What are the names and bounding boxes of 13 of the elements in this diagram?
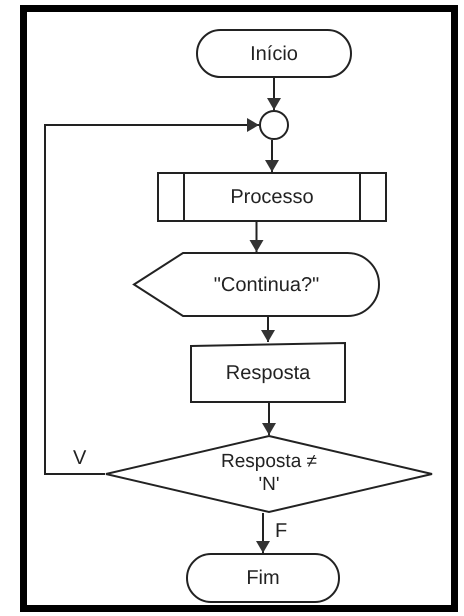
node-label: "Continua?" bbox=[214, 272, 320, 296]
arrow bbox=[267, 78, 281, 110]
node-label: Resposta ≠ 'N' bbox=[220, 451, 318, 497]
arrow bbox=[261, 317, 275, 342]
arrow bbox=[265, 140, 279, 172]
node-label: Resposta bbox=[226, 360, 310, 384]
node-label: Processo bbox=[230, 185, 314, 209]
node-label: Início bbox=[250, 42, 298, 66]
arrow bbox=[44, 118, 259, 475]
arrow bbox=[262, 403, 276, 435]
arrow bbox=[250, 222, 264, 252]
node-label: Fim bbox=[246, 566, 280, 590]
arrow bbox=[256, 513, 270, 553]
